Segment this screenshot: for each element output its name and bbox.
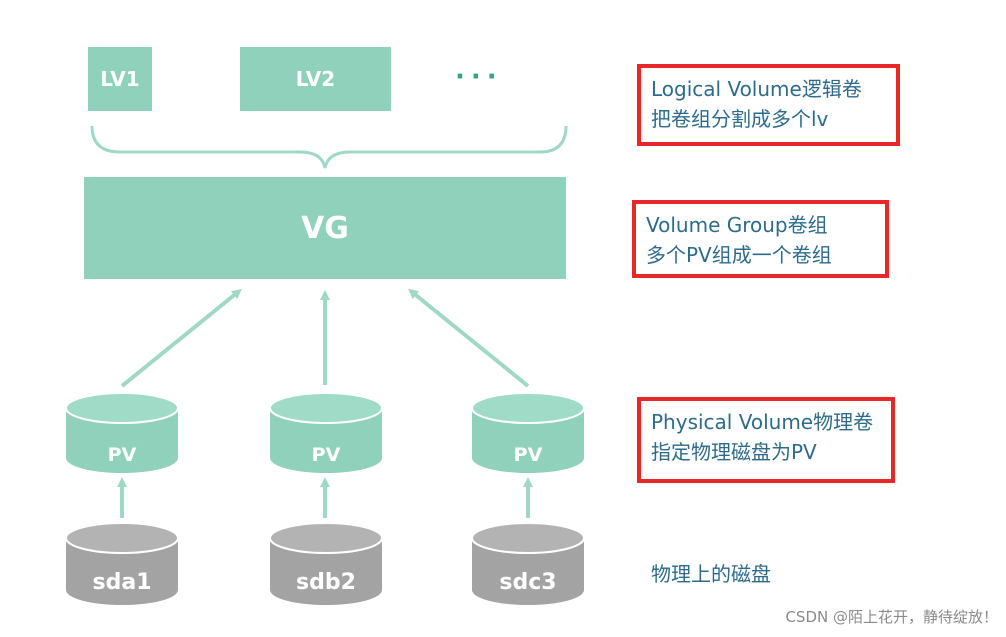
note-vg-line2: 多个PV组成一个卷组 bbox=[646, 243, 832, 267]
pv-label-3: PV bbox=[513, 444, 543, 466]
more-lv-ellipsis: ··· bbox=[455, 62, 503, 92]
lv2-box: LV2 bbox=[240, 47, 391, 111]
disk-cylinder-2 bbox=[269, 522, 383, 605]
vg-box: VG bbox=[84, 177, 566, 279]
pv-label-1: PV bbox=[107, 444, 137, 466]
disk-label-1: sda1 bbox=[92, 570, 152, 595]
note-lv-line2: 把卷组分割成多个lv bbox=[651, 107, 829, 131]
note-pv-line2: 指定物理磁盘为PV bbox=[651, 440, 817, 464]
note-physical-volume: Physical Volume物理卷 指定物理磁盘为PV bbox=[637, 397, 895, 483]
pv-cylinder-3 bbox=[471, 392, 585, 473]
lv1-box: LV1 bbox=[88, 47, 152, 111]
physical-disk-caption: 物理上的磁盘 bbox=[651, 562, 771, 586]
disk-cylinder-1 bbox=[65, 522, 179, 605]
pv-cylinder-1 bbox=[65, 392, 179, 473]
arrow-pv3-to-vg bbox=[408, 288, 530, 388]
note-pv-line1: Physical Volume物理卷 bbox=[651, 410, 874, 434]
note-logical-volume: Logical Volume逻辑卷 把卷组分割成多个lv bbox=[637, 64, 900, 146]
watermark: CSDN @陌上花开，静待绽放！ bbox=[785, 608, 998, 626]
note-lv-line1: Logical Volume逻辑卷 bbox=[651, 77, 862, 101]
note-vg-line1: Volume Group卷组 bbox=[646, 213, 828, 237]
note-volume-group: Volume Group卷组 多个PV组成一个卷组 bbox=[632, 200, 889, 278]
pv-cylinder-2 bbox=[269, 392, 383, 473]
disk-cylinder-3 bbox=[471, 522, 585, 605]
disk-label-2: sdb2 bbox=[296, 570, 356, 595]
arrow-pv1-to-vg bbox=[120, 288, 242, 388]
pv-label-2: PV bbox=[311, 444, 341, 466]
disk-label-3: sdc3 bbox=[499, 570, 557, 595]
lv-brace bbox=[90, 125, 568, 169]
